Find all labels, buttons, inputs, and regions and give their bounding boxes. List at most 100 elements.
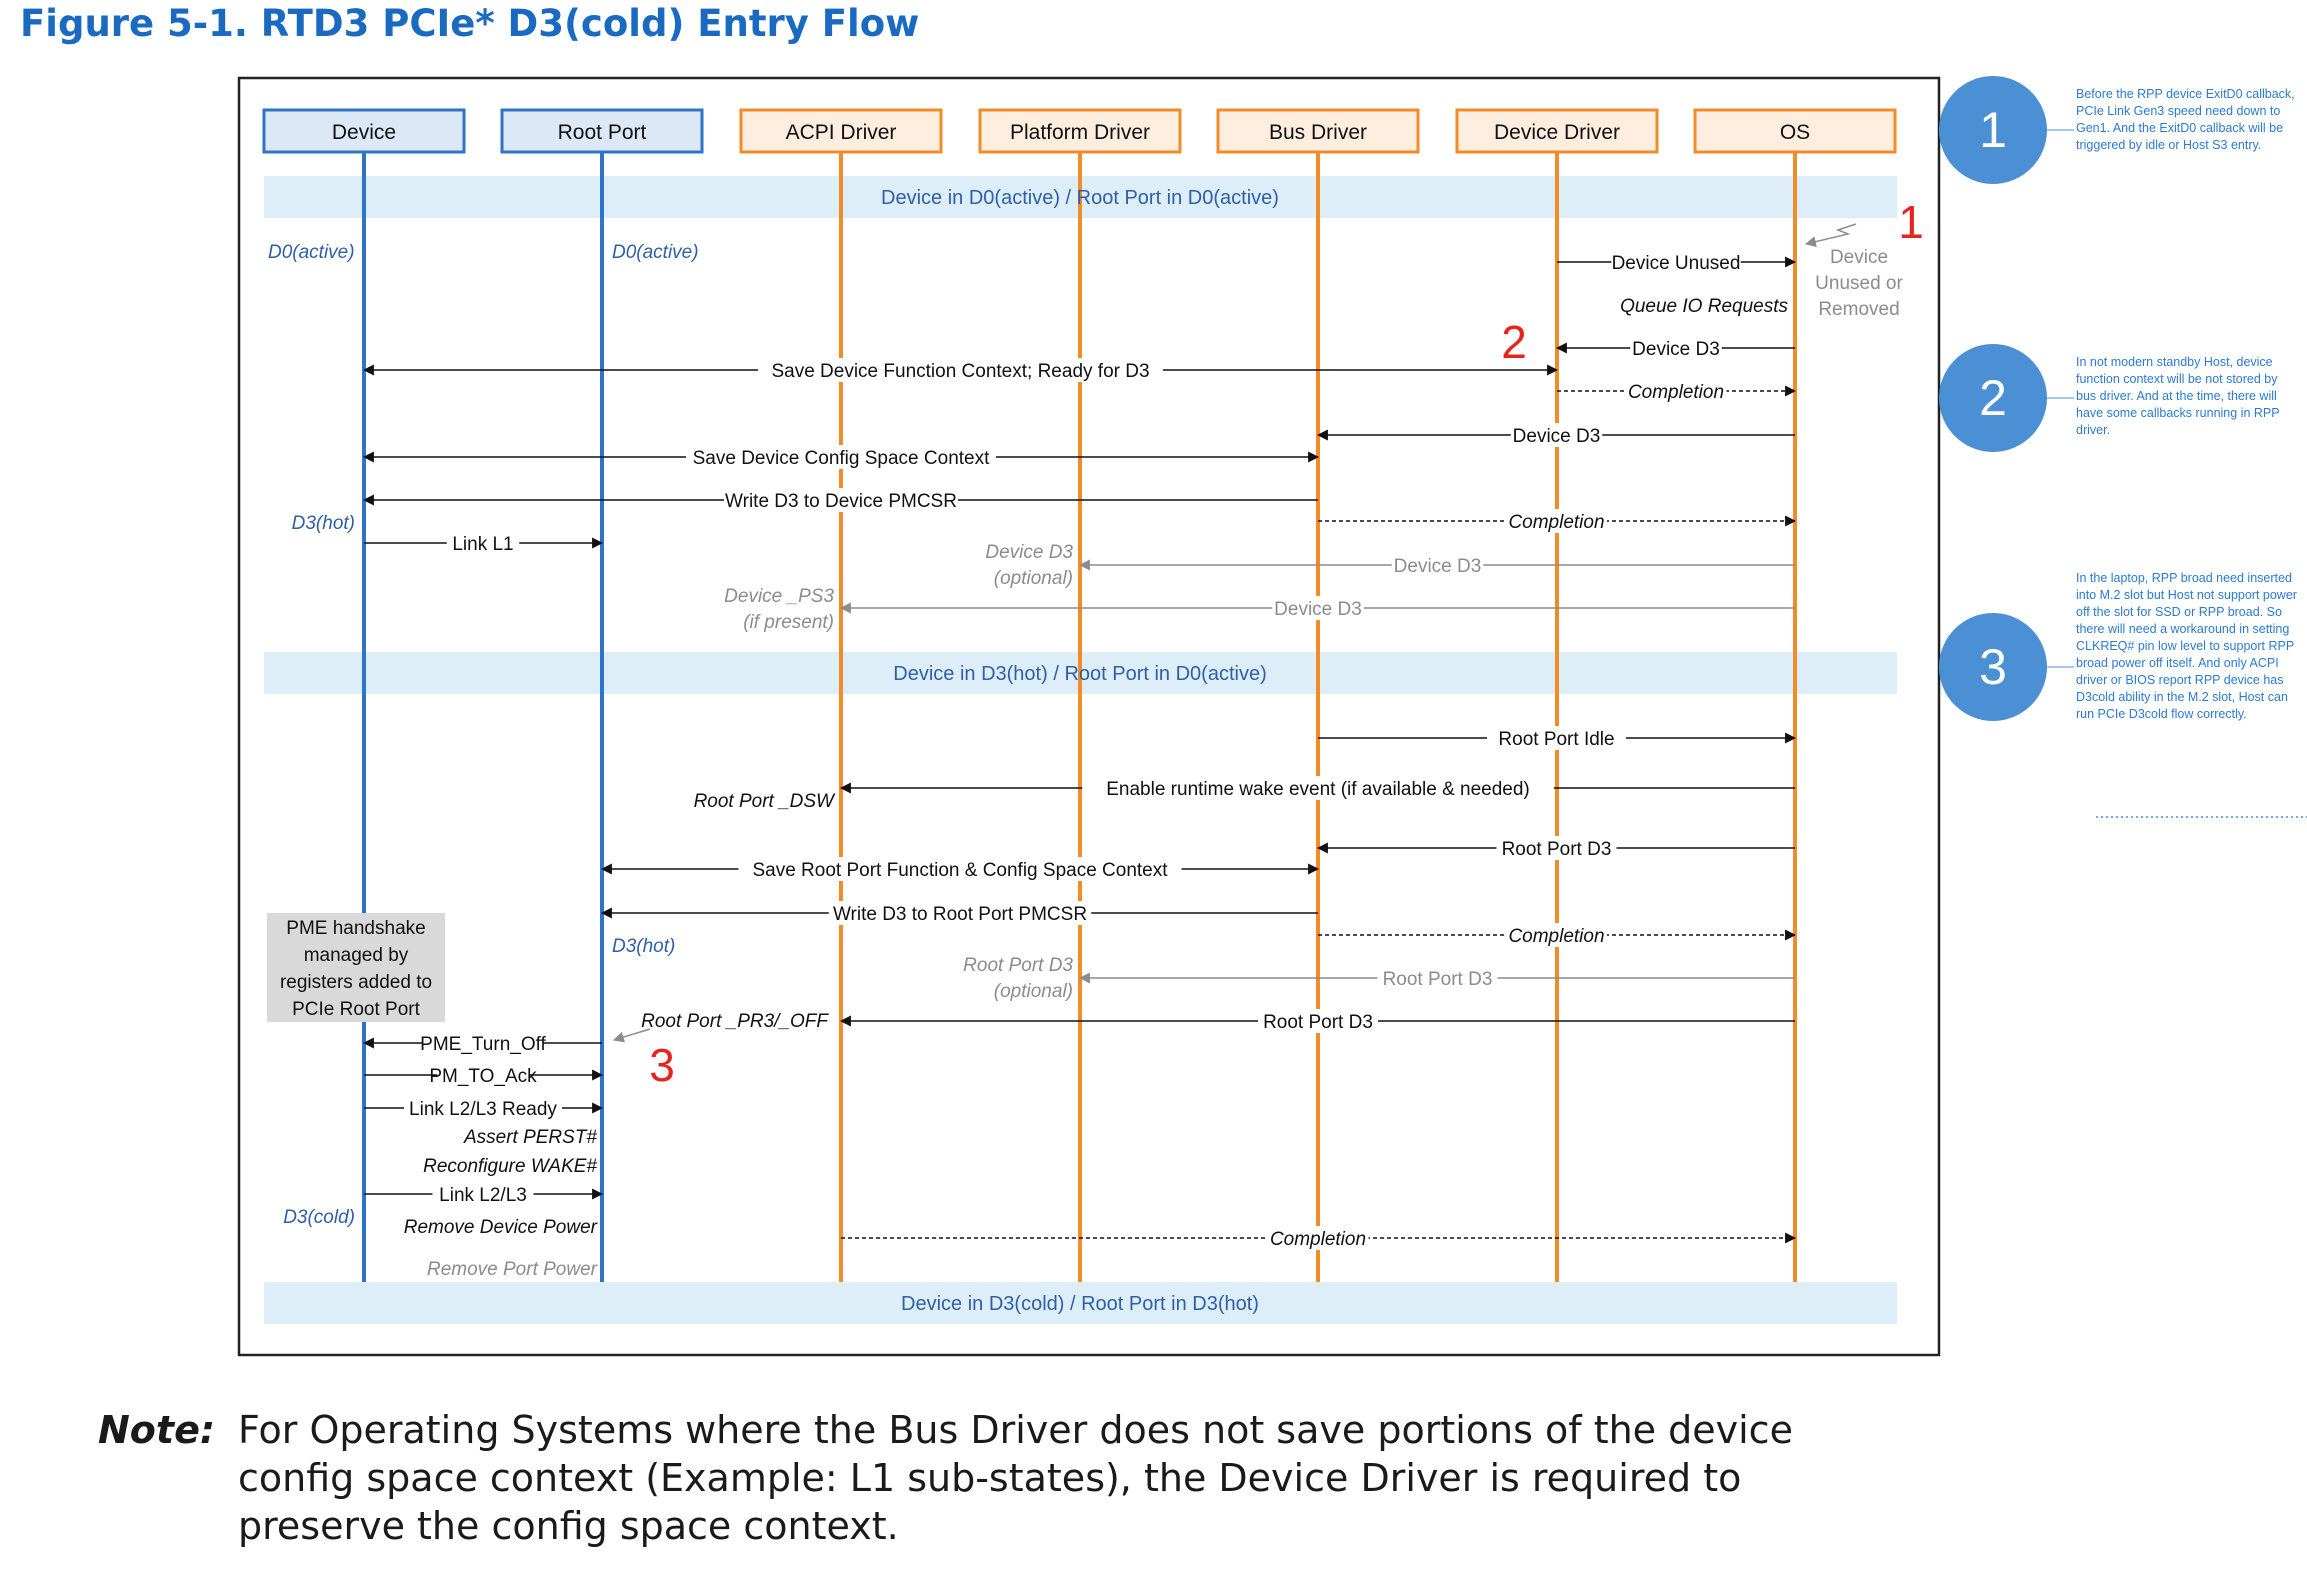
message-label: Write D3 to Root Port PMCSR	[833, 904, 1087, 925]
device-unused-note-line-3: Removed	[1818, 299, 1899, 320]
message-label: Device D3	[1274, 599, 1362, 620]
state-label: Remove Device Power	[404, 1217, 598, 1238]
callout-circle-1: 1	[1939, 76, 2047, 184]
message-label: Root Port D3	[1383, 969, 1493, 990]
callout-text-2: In not modern standby Host, device funct…	[2076, 355, 2280, 437]
message-label-background	[738, 857, 1182, 881]
pme-box-line-2: managed by	[304, 945, 409, 966]
red-marker-1: 1	[1898, 196, 1924, 248]
state-label: Assert PERST#	[463, 1127, 597, 1148]
state-label: (if present)	[743, 612, 834, 633]
lifeline-header-bus-driver	[1216, 108, 1420, 154]
lifeline-label-platform-driver: Platform Driver	[1010, 121, 1150, 144]
state-label: Device _PS3	[724, 586, 834, 607]
message-label: Save Device Function Context; Ready for …	[771, 361, 1149, 382]
message-label: Completion	[1628, 382, 1724, 403]
device-unused-note-line-2: Unused or	[1815, 273, 1903, 294]
state-label: Root Port D3	[963, 955, 1073, 976]
message-label: Enable runtime wake event (if available …	[1106, 779, 1530, 800]
message-label-background	[1267, 1226, 1369, 1250]
state-label: Root Port _DSW	[694, 791, 836, 812]
message-label: Link L2/L3 Ready	[409, 1099, 557, 1120]
state-label: Root Port _PR3/_OFF	[641, 1011, 829, 1032]
state-label: (optional)	[994, 568, 1073, 589]
callout-text-1: Before the RPP device ExitD0 callback, P…	[2076, 87, 2295, 152]
lifeline-label-acpi-driver: ACPI Driver	[786, 121, 897, 144]
state-label: Remove Port Power	[427, 1259, 598, 1280]
lifeline-header-acpi-driver	[739, 108, 943, 154]
phase-label-1: Device in D0(active) / Root Port in D0(a…	[881, 187, 1279, 209]
message-label-background	[1258, 1009, 1378, 1033]
lifeline-header-platform-driver	[978, 108, 1182, 154]
figure-title: Figure 5-1. RTD3 PCIe* D3(cold) Entry Fl…	[20, 2, 920, 45]
message-label: Link L1	[452, 534, 513, 555]
message-label: Root Port Idle	[1498, 729, 1614, 750]
marker-3-pointer	[612, 1028, 651, 1043]
message-label: Root Port D3	[1502, 839, 1612, 860]
message-label: Root Port D3	[1263, 1012, 1373, 1033]
message-label: PME_Turn_Off	[420, 1034, 546, 1055]
phase-label-2: Device in D3(hot) / Root Port in D0(acti…	[893, 663, 1266, 685]
message-label-background	[404, 1096, 562, 1120]
message-label: Completion	[1270, 1229, 1366, 1250]
message-label: Save Device Config Space Context	[693, 448, 990, 469]
diagram-frame	[237, 76, 1941, 1357]
pme-box-line-1: PME handshake	[286, 918, 425, 939]
message-label-background	[1496, 836, 1617, 860]
callout-text-3: In the laptop, RPP broad need inserted i…	[2076, 571, 2297, 721]
lifeline-header-os	[1693, 108, 1897, 154]
message-label: Device D3	[1513, 426, 1601, 447]
message-label-background	[432, 1182, 534, 1206]
note-label: Note:	[98, 1408, 216, 1452]
callout-circle-2: 2	[1939, 344, 2047, 452]
state-label: Queue IO Requests	[1620, 296, 1788, 317]
message-label: Write D3 to Device PMCSR	[725, 491, 957, 512]
lifeline-header-root-port	[500, 108, 704, 154]
pme-box-line-4: PCIe Root Port	[292, 999, 420, 1020]
device-unused-note-line-1: Device	[1830, 247, 1888, 268]
red-marker-2: 2	[1501, 316, 1527, 368]
message-label-background	[1625, 379, 1727, 403]
lifeline-label-bus-driver: Bus Driver	[1269, 121, 1367, 144]
state-label: Reconfigure WAKE#	[423, 1156, 597, 1177]
state-label: D3(hot)	[612, 936, 675, 957]
message-label-background	[686, 445, 996, 469]
pme-handshake-box	[267, 913, 445, 1022]
state-label: (optional)	[994, 981, 1073, 1002]
message-label-background	[1487, 726, 1626, 750]
state-label: D0(active)	[268, 242, 355, 263]
message-label: Save Root Port Function & Config Space C…	[752, 860, 1168, 881]
message-label-background	[1377, 966, 1498, 990]
lifeline-header-device-driver	[1455, 108, 1659, 154]
message-label-background	[1391, 553, 1484, 577]
red-marker-3: 3	[649, 1039, 675, 1091]
pme-box-line-3: registers added to	[280, 972, 432, 993]
message-label-background	[828, 901, 1092, 925]
message-label-background	[1272, 596, 1364, 620]
message-label-background	[1611, 250, 1741, 274]
state-label: D3(cold)	[283, 1207, 355, 1228]
lifeline-label-os: OS	[1780, 121, 1810, 144]
message-label-background	[423, 1031, 543, 1055]
message-label: Device Unused	[1612, 253, 1741, 274]
lifeline-header-device	[262, 108, 466, 154]
message-label: Device D3	[1394, 556, 1482, 577]
marker-1-pointer	[1804, 223, 1857, 248]
callout-circle-3: 3	[1939, 613, 2047, 721]
message-label-background	[758, 358, 1163, 382]
state-label: D0(active)	[612, 242, 699, 263]
message-label-background	[437, 1063, 529, 1087]
lifeline-label-device: Device	[332, 121, 396, 144]
message-label: Completion	[1508, 926, 1604, 947]
message-label-background	[1506, 923, 1607, 947]
message-label-background	[724, 488, 958, 512]
message-label: Device D3	[1632, 339, 1720, 360]
message-label-background	[1510, 423, 1603, 447]
phase-band-3	[264, 1282, 1897, 1324]
message-label-background	[1506, 509, 1607, 533]
message-label: Completion	[1508, 512, 1604, 533]
phase-label-3: Device in D3(cold) / Root Port in D3(hot…	[901, 1293, 1259, 1315]
state-label: D3(hot)	[292, 513, 355, 534]
message-label-background	[1082, 776, 1554, 800]
